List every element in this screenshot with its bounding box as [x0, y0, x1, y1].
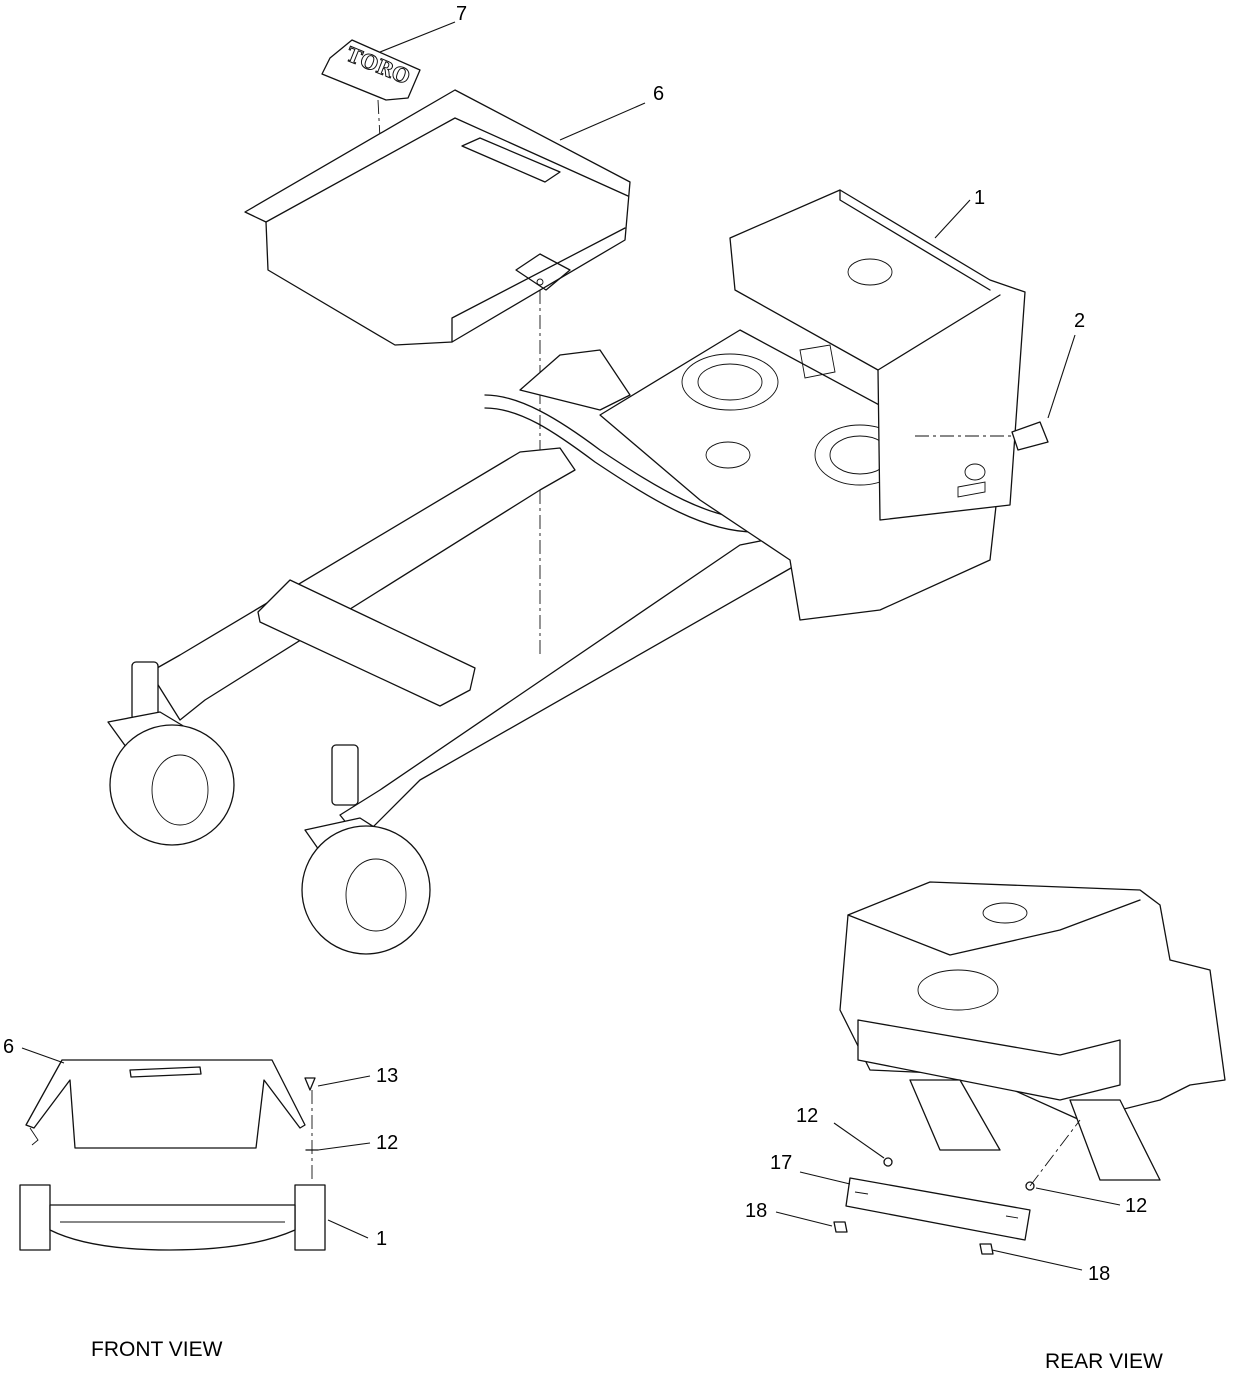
rear-view-caption: REAR VIEW — [1045, 1350, 1163, 1373]
callout-18-a: 18 — [745, 1200, 768, 1222]
frame-assembly — [107, 189, 1026, 955]
front-view-caption: FRONT VIEW — [91, 1338, 223, 1361]
toro-decal: TORO — [321, 39, 421, 101]
callout-7: 7 — [456, 3, 468, 25]
cover-panel — [244, 89, 631, 346]
rear-view-drawing — [833, 881, 1226, 1255]
leader-lines — [21, 21, 1121, 1271]
callout-18-b: 18 — [1088, 1263, 1111, 1285]
small-decal — [1011, 421, 1049, 451]
callout-17: 17 — [770, 1152, 793, 1174]
callout-6-front: 6 — [3, 1036, 15, 1058]
callout-1-top: 1 — [974, 187, 986, 209]
callout-13: 13 — [376, 1065, 399, 1087]
callout-12-rear-a: 12 — [796, 1105, 819, 1127]
callout-2: 2 — [1074, 310, 1086, 332]
callout-6-top: 6 — [653, 83, 665, 105]
callout-12-rear-b: 12 — [1125, 1195, 1148, 1217]
callout-1-front: 1 — [376, 1228, 388, 1250]
front-view-drawing — [19, 1059, 326, 1251]
callout-12-front: 12 — [376, 1132, 399, 1154]
